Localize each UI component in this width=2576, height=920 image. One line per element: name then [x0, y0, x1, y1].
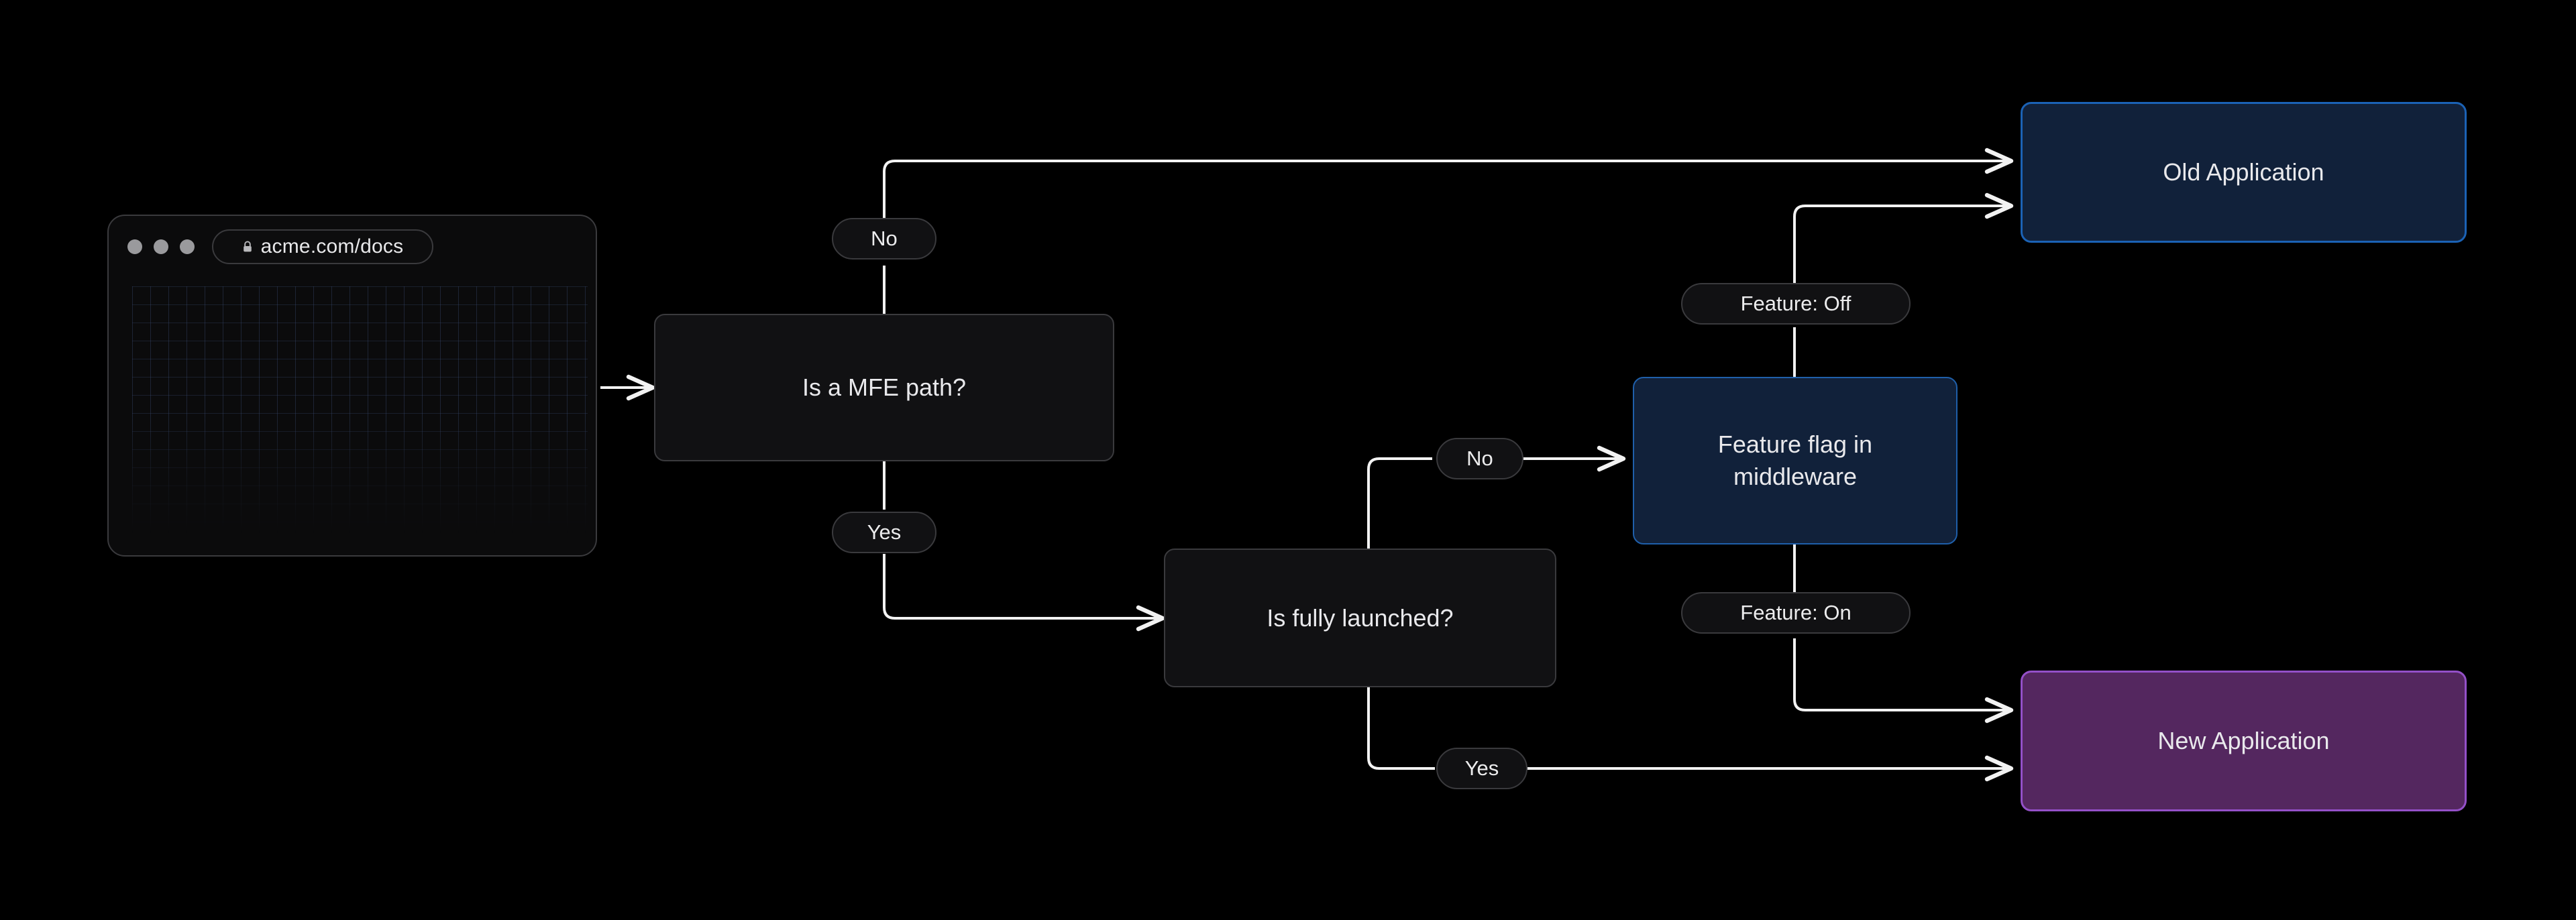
- minimize-dot-icon[interactable]: [154, 239, 168, 254]
- node-old-application[interactable]: Old Application: [2021, 102, 2467, 243]
- browser-content-grid: [132, 286, 588, 555]
- edge-label-text: Feature: On: [1740, 601, 1851, 624]
- node-is-fully-launched[interactable]: Is fully launched?: [1164, 549, 1556, 687]
- node-feature-flag-middleware[interactable]: Feature flag in middleware: [1633, 377, 1957, 544]
- traffic-lights: [127, 239, 195, 254]
- edge-launched-to-yes-pill: [1367, 687, 1435, 770]
- edge-label-mfe-no: No: [832, 218, 936, 260]
- edge-label-text: No: [871, 227, 898, 250]
- node-new-application[interactable]: New Application: [2021, 671, 2467, 811]
- url-text: acme.com/docs: [260, 235, 404, 257]
- edge-label-text: Feature: Off: [1740, 292, 1851, 315]
- edge-label-text: No: [1466, 447, 1493, 470]
- edge-feature-on-to-new-application: [1793, 638, 2014, 724]
- edge-no-to-old-application: [883, 148, 2014, 221]
- node-is-mfe-path[interactable]: Is a MFE path?: [654, 314, 1114, 461]
- close-dot-icon[interactable]: [127, 239, 142, 254]
- node-label: Is a MFE path?: [802, 373, 967, 402]
- edge-label-text: Yes: [867, 520, 902, 544]
- node-label: Old Application: [2163, 158, 2324, 186]
- edge-label-feature-off: Feature: Off: [1681, 283, 1911, 325]
- edge-label-launched-no: No: [1436, 438, 1523, 479]
- edge-yes-to-is-fully-launched: [883, 554, 1165, 632]
- maximize-dot-icon[interactable]: [180, 239, 195, 254]
- edge-launched-to-no-pill: [1367, 457, 1432, 549]
- edge-label-mfe-yes: Yes: [832, 512, 936, 553]
- node-label: Is fully launched?: [1267, 603, 1454, 632]
- lock-icon: [242, 241, 253, 253]
- address-bar[interactable]: acme.com/docs: [212, 229, 433, 264]
- node-label: Feature flag in middleware: [1717, 430, 1873, 490]
- browser-window-mockup: acme.com/docs: [107, 215, 597, 557]
- edge-feature-off-to-old-application: [1793, 192, 2014, 284]
- node-label: New Application: [2157, 727, 2330, 755]
- edge-label-feature-on: Feature: On: [1681, 592, 1911, 634]
- edge-label-text: Yes: [1464, 756, 1499, 780]
- browser-chrome: acme.com/docs: [109, 216, 596, 278]
- edge-label-launched-yes: Yes: [1436, 748, 1527, 789]
